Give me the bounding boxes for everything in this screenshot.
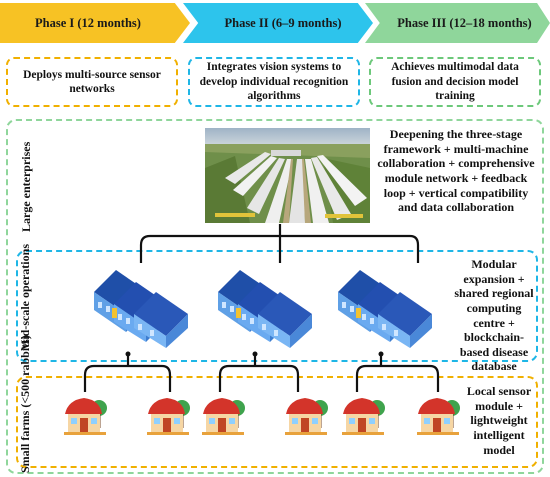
phase-2-arrow: Phase II (6–9 months) — [183, 3, 373, 43]
mid-scale-description: Modular expansion + shared regional comp… — [454, 257, 534, 374]
phase-1-arrow: Phase I (12 months) — [0, 3, 190, 43]
farmhouse-icon — [417, 398, 460, 435]
phase-2-title: Phase II (6–9 months) — [224, 15, 342, 30]
barn-building-icon — [94, 270, 188, 348]
mid-scale-box — [16, 250, 538, 362]
large-enterprises-box — [6, 119, 544, 474]
farmhouse-icon — [147, 398, 190, 435]
phase-2-description-box: Integrates vision systems to develop ind… — [188, 57, 360, 107]
phase-1-description: Deploys multi-source sensor networks — [23, 68, 161, 95]
phase-3-description-box: Achieves multimodal data fusion and deci… — [369, 57, 541, 107]
phase-1-title: Phase I (12 months) — [35, 15, 141, 30]
small-farms-description: Local sensor module + lightweight intell… — [466, 384, 532, 457]
small-farms-box — [16, 376, 538, 468]
phase-3-arrow: Phase III (12–18 months) — [365, 3, 550, 43]
barn-building-icon — [218, 270, 312, 348]
farmhouse-icon — [202, 398, 245, 435]
farmhouse-icon — [64, 398, 107, 435]
farmhouse-icon — [342, 398, 385, 435]
phase-2-description: Integrates vision systems to develop ind… — [199, 61, 349, 103]
farmhouse-icon — [285, 398, 328, 435]
phase-3-description: Achieves multimodal data fusion and deci… — [391, 61, 519, 103]
large-enterprises-description: Deepening the three-stage framework + mu… — [377, 127, 535, 215]
barn-building-icon — [338, 270, 432, 348]
aerial-farm-photo — [205, 128, 370, 223]
phase-1-description-box: Deploys multi-source sensor networks — [6, 57, 178, 107]
phase-3-title: Phase III (12–18 months) — [397, 15, 532, 30]
